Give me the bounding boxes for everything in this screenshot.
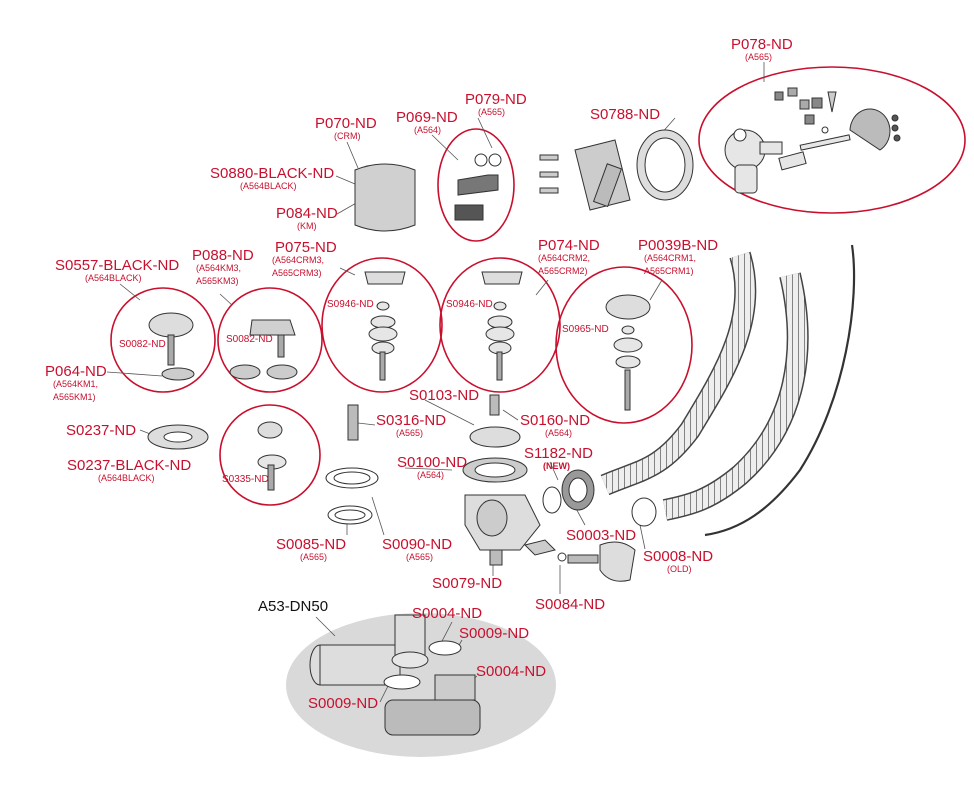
label-p078: P078-ND [731,36,793,53]
label-p075-sub1: (A564CRM3, [272,255,325,265]
label-p078-sub: (A565) [745,52,773,62]
label-p084-sub: (KM) [297,221,317,231]
label-s0316: S0316-ND [376,412,447,429]
label-s0082-left: S0082-ND [119,339,166,350]
label-p088: P088-ND [192,247,254,264]
label-p069: P069-ND [396,109,458,126]
label-p074-sub2: A565CRM2) [538,266,588,276]
label-a53: A53-DN50 [258,598,329,615]
label-s0316-sub: (A565) [396,428,424,438]
s0557-outline [110,287,216,393]
label-s0557: S0557-BLACK-ND [55,257,180,274]
label-s0335: S0335-ND [222,474,269,485]
label-p074: P074-ND [538,237,600,254]
label-s0085: S0085-ND [276,536,347,553]
p074-outline [439,257,561,393]
label-p079: P079-ND [465,91,527,108]
label-s0160-sub: (A564) [545,428,573,438]
label-s0082-right: S0082-ND [226,334,273,345]
label-s1182-new: (NEW) [543,461,570,471]
label-s0557-sub: (A564BLACK) [85,273,142,283]
p075-outline [321,257,443,393]
label-p088-sub2: A565KM3) [196,276,239,286]
p088-outline [217,287,323,393]
label-p074-sub1: (A564CRM2, [538,253,591,263]
label-s0004-top: S0004-ND [412,605,483,622]
s0335-outline [219,404,321,506]
label-s0008-sub: (OLD) [667,564,692,574]
label-s0946-left: S0946-ND [327,299,374,310]
label-p084: P084-ND [276,205,338,222]
label-s0160: S0160-ND [520,412,591,429]
label-s0100: S0100-ND [397,454,468,471]
label-s0788: S0788-ND [590,106,661,123]
label-p064-sub2: A565KM1) [53,392,96,402]
label-s0009-bottom: S0009-ND [308,695,379,712]
label-s1182: S1182-ND [524,445,593,462]
label-p088-sub1: (A564KM3, [196,263,242,273]
label-s0965: S0965-ND [562,324,609,335]
label-p075: P075-ND [275,239,337,256]
label-s0003: S0003-ND [566,527,637,544]
label-s0946-right: S0946-ND [446,299,493,310]
p0039b-outline [555,266,693,424]
p078-outline [698,66,966,214]
label-s0237-black-sub: (A564BLACK) [98,473,155,483]
group-outlines [110,66,966,506]
label-p0039b-sub2: A565CRM1) [644,266,694,276]
label-s0880-sub: (A564BLACK) [240,181,297,191]
label-p0039b: P0039B-ND [638,237,719,254]
label-p069-sub: (A564) [414,125,442,135]
leader-lines [106,62,765,703]
label-p075-sub2: A565CRM3) [272,268,322,278]
label-s0090: S0090-ND [382,536,453,553]
label-s0008: S0008-ND [643,548,714,565]
parts [147,87,901,736]
label-s0004-bottom: S0004-ND [476,663,547,680]
label-s0009-top: S0009-ND [459,625,530,642]
label-s0085-sub: (A565) [300,552,328,562]
label-p079-sub: (A565) [478,107,506,117]
label-p070-sub: (CRM) [334,131,361,141]
hoses [600,244,856,537]
label-s0237-black: S0237-BLACK-ND [67,457,192,474]
label-s0079: S0079-ND [432,575,503,592]
label-s0084: S0084-ND [535,596,606,613]
label-s0880: S0880-BLACK-ND [210,165,335,182]
label-p064: P064-ND [45,363,107,380]
p069-outline [437,128,515,242]
label-p0039b-sub1: (A564CRM1, [644,253,697,263]
label-s0090-sub: (A565) [406,552,434,562]
label-s0103: S0103-ND [409,387,480,404]
label-s0237: S0237-ND [66,422,137,439]
label-p064-sub1: (A564KM1, [53,379,99,389]
label-s0100-sub: (A564) [417,470,445,480]
label-p070: P070-ND [315,115,377,132]
